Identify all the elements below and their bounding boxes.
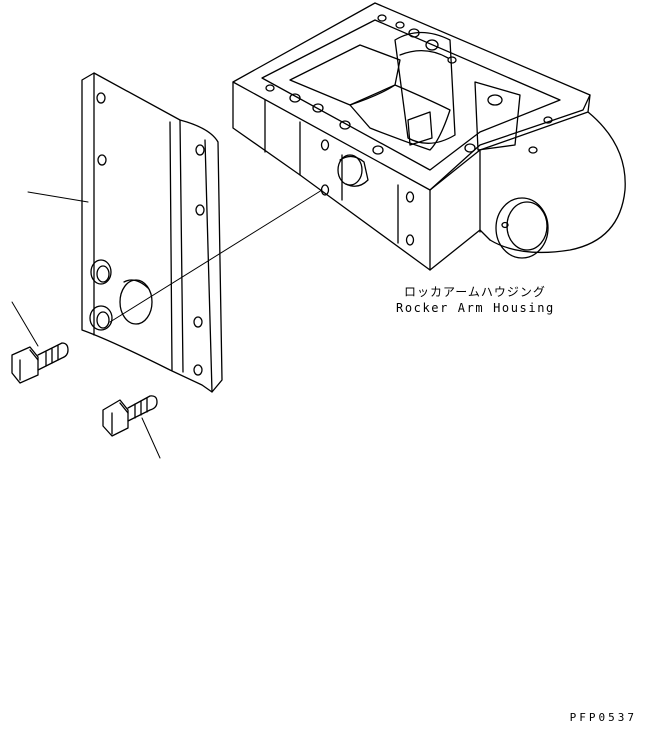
housing-label-japanese: ロッカアームハウジング: [404, 285, 546, 299]
leader-lines: [11, 189, 323, 459]
leader-bolt-lower: [141, 417, 161, 459]
housing-label-english: Rocker Arm Housing: [396, 301, 555, 315]
leader-bolt-upper: [11, 301, 39, 347]
bolt-upper: [11, 342, 69, 384]
cover-plate: [81, 72, 223, 393]
assembly-line: [109, 189, 323, 323]
bolt-lower: [102, 395, 158, 437]
figure-code: PFP0537: [569, 711, 637, 724]
leader-plate: [27, 191, 89, 203]
rocker-arm-housing: [232, 2, 626, 271]
